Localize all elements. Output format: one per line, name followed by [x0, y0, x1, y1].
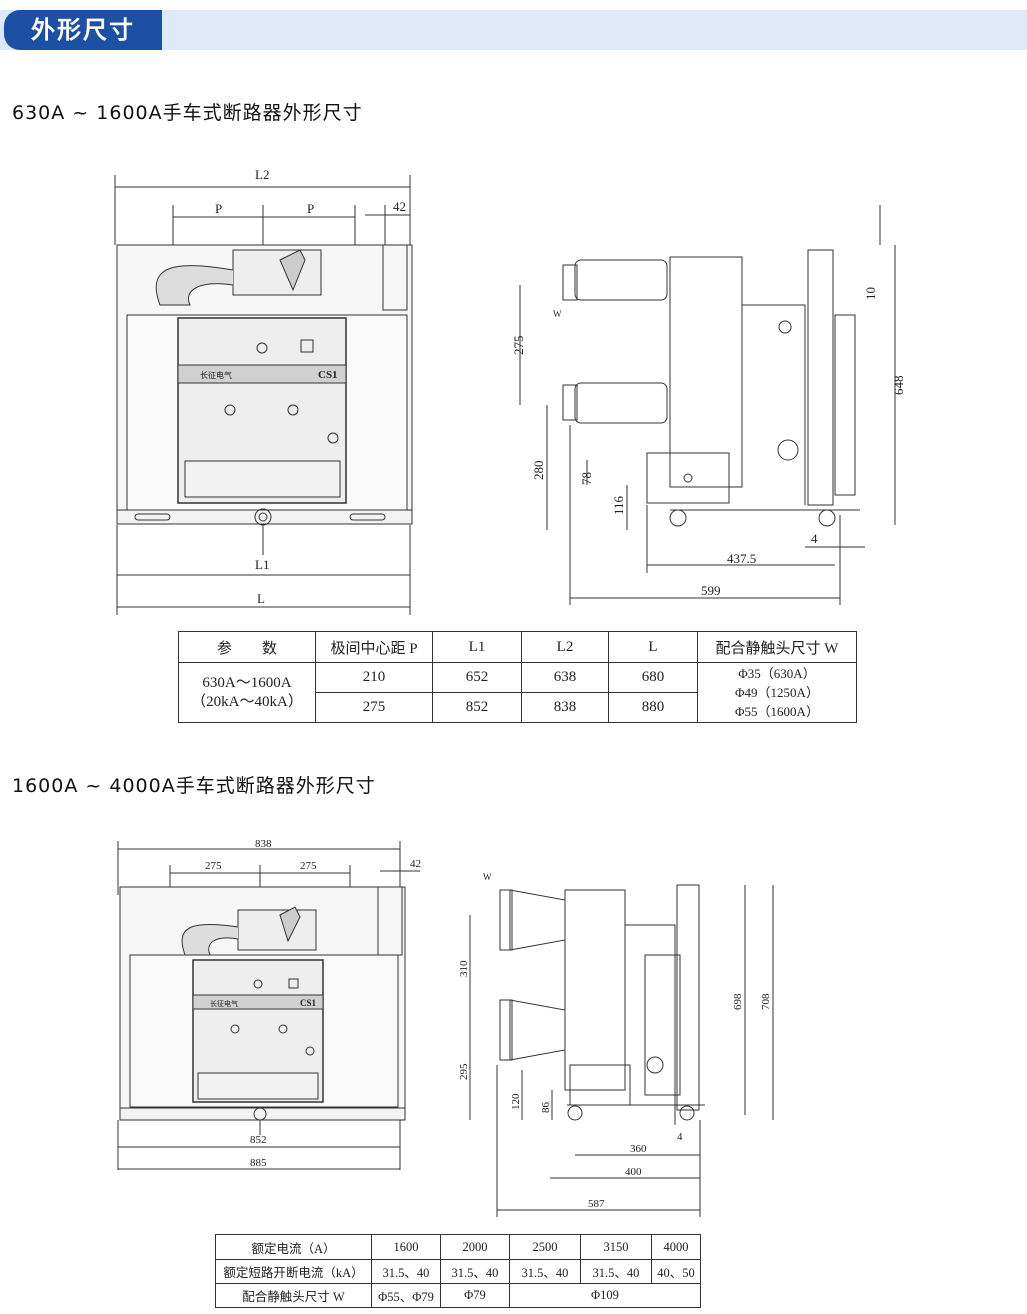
t2-cell: 1600 — [371, 1234, 441, 1260]
section2-side-view: W 310 295 120 86 698 708 4 360 400 587 — [458, 872, 774, 1217]
dim-120: 120 — [510, 1093, 522, 1110]
dim-295: 295 — [458, 1063, 470, 1080]
t2-cell: 31.5、40 — [371, 1259, 441, 1284]
dim-10: 10 — [863, 287, 878, 300]
t1-cell: 880 — [608, 692, 698, 723]
t1-param-line: 630A～1600A — [202, 674, 292, 691]
dim-275: 275 — [511, 336, 526, 356]
dim-l1: L1 — [255, 557, 269, 572]
dim-78: 78 — [579, 472, 594, 485]
dim-437-5: 437.5 — [727, 551, 756, 566]
dim-116: 116 — [611, 495, 626, 515]
title-tab: 外形尺寸 — [4, 10, 162, 50]
section2-front-view: 838 275 275 42 长征电气 CS1 852 885 — [117, 838, 421, 1170]
t2-row-label: 配合静触头尺寸 W — [215, 1283, 372, 1308]
t2-cell: 3150 — [580, 1234, 652, 1260]
dim-587: 587 — [588, 1198, 605, 1210]
dim-4: 4 — [811, 531, 818, 546]
dim-280: 280 — [531, 461, 546, 481]
dim-w: W — [553, 309, 562, 319]
panel-model: CS1 — [300, 998, 317, 1008]
t1-cell: 652 — [432, 662, 522, 693]
page-title: 外形尺寸 — [31, 16, 135, 44]
dim-698: 698 — [732, 993, 744, 1010]
t1-cell: 852 — [432, 692, 522, 723]
t1-param-line: （20kA～40kA） — [191, 693, 303, 710]
panel-brand: 长征电气 — [210, 999, 238, 1008]
dim-648: 648 — [891, 376, 906, 396]
dim-852: 852 — [250, 1134, 267, 1146]
section2-heading: 1600A ~ 4000A手车式断路器外形尺寸 — [12, 775, 376, 797]
t1-w-line: Φ49（1250A） — [735, 685, 819, 700]
dim-360: 360 — [630, 1143, 647, 1155]
dim-708: 708 — [760, 993, 772, 1010]
section1-spec-table: 参 数 极间中心距 P L1 L2 L 配合静触头尺寸 W 630A～1600A… — [178, 631, 857, 723]
panel-model: CS1 — [318, 369, 338, 381]
t1-header-p: 极间中心距 P — [315, 631, 433, 663]
dim-l: L — [257, 591, 265, 606]
dim-838: 838 — [255, 838, 272, 850]
t1-w-cell: Φ35（630A） Φ49（1250A） Φ55（1600A） — [697, 662, 857, 723]
section2-spec-table: 额定电流（A） 1600 2000 2500 3150 4000 额定短路开断电… — [215, 1234, 701, 1308]
t1-header-l: L — [608, 631, 698, 663]
t2-cell: 4000 — [651, 1234, 701, 1260]
t1-w-line: Φ55（1600A） — [735, 704, 819, 719]
dim-275-left: 275 — [205, 860, 222, 872]
dim-42: 42 — [393, 199, 406, 214]
t2-cell: 31.5、40 — [509, 1259, 581, 1284]
t1-w-line: Φ35（630A） — [738, 666, 816, 681]
t1-cell: 210 — [315, 662, 433, 693]
t1-param-cell: 630A～1600A （20kA～40kA） — [178, 662, 316, 723]
t1-cell: 275 — [315, 692, 433, 723]
t2-row-label: 额定电流（A） — [215, 1234, 372, 1260]
dim-l2: L2 — [255, 167, 269, 182]
t2-cell: 31.5、40 — [440, 1259, 510, 1284]
t2-cell: Φ109 — [509, 1283, 701, 1308]
dim-885: 885 — [250, 1157, 267, 1169]
section1-front-view: L2 P P 42 长征电气 CS1 L1 L — [114, 167, 413, 615]
t1-header-l1: L1 — [432, 631, 522, 663]
t2-cell: 40、50 — [651, 1259, 701, 1284]
dim-310: 310 — [458, 960, 470, 977]
dim-86: 86 — [540, 1102, 552, 1114]
t1-header-l2: L2 — [521, 631, 609, 663]
t1-cell: 638 — [521, 662, 609, 693]
t1-header-param: 参 数 — [178, 631, 316, 663]
dim-w: W — [483, 872, 492, 882]
t1-header-w: 配合静触头尺寸 W — [697, 631, 857, 663]
section1-side-view: W 275 280 78 116 10 648 4 437.5 599 — [511, 205, 906, 605]
title-banner — [0, 10, 1027, 50]
t1-cell: 680 — [608, 662, 698, 693]
panel-brand: 长征电气 — [200, 370, 232, 380]
t2-cell: Φ79 — [440, 1283, 510, 1308]
t2-cell: 2500 — [509, 1234, 581, 1260]
t2-row-label: 额定短路开断电流（kA） — [215, 1259, 372, 1284]
dim-p-right: P — [307, 201, 314, 216]
dim-275-right: 275 — [300, 860, 317, 872]
dim-400: 400 — [625, 1166, 642, 1178]
section1-heading: 630A ~ 1600A手车式断路器外形尺寸 — [12, 102, 363, 124]
t2-cell: 2000 — [440, 1234, 510, 1260]
dim-42: 42 — [410, 858, 421, 870]
t2-cell: 31.5、40 — [580, 1259, 652, 1284]
dim-599: 599 — [701, 583, 721, 598]
t1-cell: 838 — [521, 692, 609, 723]
dim-4: 4 — [677, 1131, 683, 1143]
dim-p-left: P — [215, 201, 222, 216]
t2-cell: Φ55、Φ79 — [371, 1283, 441, 1308]
